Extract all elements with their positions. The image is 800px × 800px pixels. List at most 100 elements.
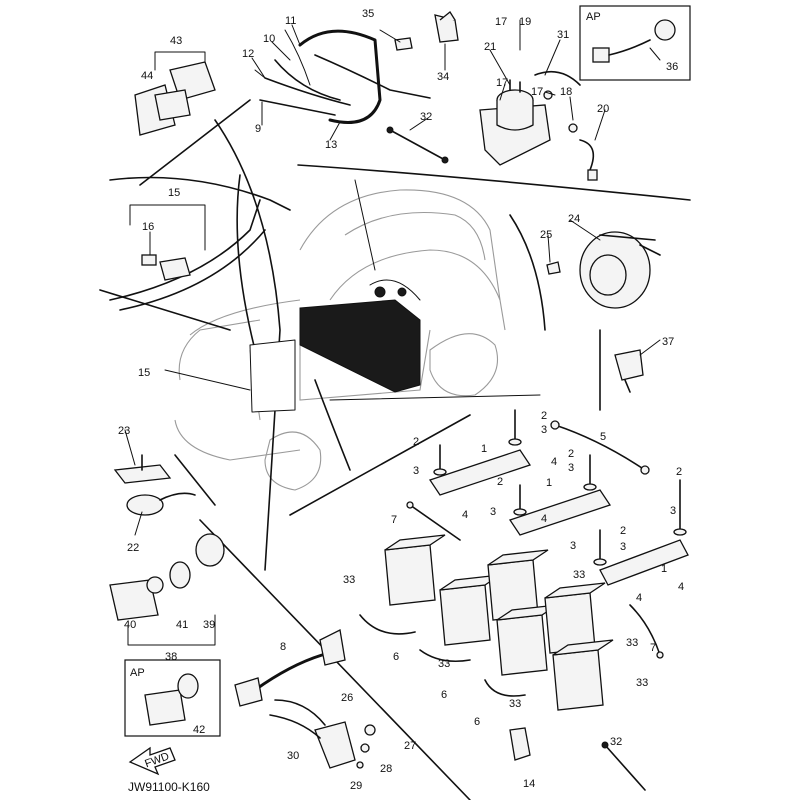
ap-label-top: AP xyxy=(586,11,601,23)
callout-c37: 2 xyxy=(497,476,503,488)
sensor-22 xyxy=(126,492,196,516)
callout-c43: 2 xyxy=(676,466,682,478)
callout-c36: 3 xyxy=(568,462,574,474)
callout-c11: 17 xyxy=(495,16,507,28)
callout-c41: 7 xyxy=(391,514,397,526)
callout-c31: 2 xyxy=(413,436,419,448)
callout-c40: 1 xyxy=(546,477,552,489)
callout-c35: 2 xyxy=(568,448,574,460)
callout-c16: 17 xyxy=(531,86,543,98)
controller-24 xyxy=(546,231,661,309)
callout-c46: 2 xyxy=(620,525,626,537)
fwd-arrow xyxy=(128,746,176,776)
callout-labels: 43 44 11 10 12 9 13 35 34 32 17 19 21 31… xyxy=(118,8,684,792)
callout-c28: 2 xyxy=(541,410,547,422)
solenoid-17 xyxy=(479,70,598,181)
callout-c30: 1 xyxy=(481,443,487,455)
callout-c21: 16 xyxy=(142,221,154,233)
callout-c15: 17 xyxy=(496,77,508,89)
callout-c50: 4 xyxy=(636,592,642,604)
callout-c9: 34 xyxy=(437,71,449,83)
callout-c18: 20 xyxy=(597,103,609,115)
switch-26-assembly xyxy=(269,699,376,769)
callout-c51: 7 xyxy=(650,642,656,654)
bolt-35 xyxy=(379,29,413,51)
callout-c60: 6 xyxy=(474,716,480,728)
callout-c62: 41 xyxy=(176,619,188,631)
callout-c6: 9 xyxy=(255,123,261,135)
callout-c3: 11 xyxy=(285,15,296,27)
cable-7-left xyxy=(406,501,461,541)
switch-37 xyxy=(614,349,644,393)
harness-8 xyxy=(234,629,346,707)
callout-c47: 3 xyxy=(620,541,626,553)
callout-c54: 6 xyxy=(393,651,399,663)
callout-c45: 3 xyxy=(570,540,576,552)
callout-c67: 26 xyxy=(341,692,353,704)
callout-c25: 15 xyxy=(138,367,150,379)
callout-c13: 21 xyxy=(484,41,496,53)
callout-c24: 37 xyxy=(662,336,674,348)
connector-36 xyxy=(592,19,676,63)
bus-bars xyxy=(428,409,689,586)
figure-code: JW91100-K160 xyxy=(128,780,210,794)
callout-c69: 27 xyxy=(404,740,416,752)
callout-c52: 33 xyxy=(343,574,355,586)
callout-c23: 25 xyxy=(540,229,552,241)
callout-c55: 33 xyxy=(438,658,450,670)
cables-6 xyxy=(359,614,526,697)
callout-c12: 19 xyxy=(519,16,531,28)
callout-c27: 22 xyxy=(127,542,139,554)
callout-c10: 32 xyxy=(420,111,432,123)
callout-c65: 8 xyxy=(280,641,286,653)
callout-c34: 5 xyxy=(600,431,606,443)
callout-c22: 24 xyxy=(568,213,580,225)
switch-assembly-43 xyxy=(134,51,216,136)
callout-c39: 4 xyxy=(462,509,468,521)
part-14 xyxy=(509,727,531,761)
callout-c63: 39 xyxy=(203,619,215,631)
callout-c7: 13 xyxy=(325,139,337,151)
callout-c1: 43 xyxy=(170,35,182,47)
callout-c70: 28 xyxy=(380,763,392,775)
callout-c2: 44 xyxy=(141,70,153,82)
vehicle-outline xyxy=(174,189,506,491)
batteries xyxy=(384,534,614,711)
callout-c5: 12 xyxy=(242,48,254,60)
callout-c49: 4 xyxy=(678,581,684,593)
callout-c33: 4 xyxy=(551,456,557,468)
callout-c44: 3 xyxy=(670,505,676,517)
callout-c72: 14 xyxy=(523,778,535,790)
callout-c29: 3 xyxy=(541,424,547,436)
wire-harness-13 xyxy=(254,29,431,124)
cable-5 xyxy=(550,420,650,475)
key-switch-assembly-38 xyxy=(109,533,225,646)
callout-c53: 33 xyxy=(573,569,585,581)
callout-c68: 30 xyxy=(287,750,299,762)
callout-c66: 42 xyxy=(193,724,205,736)
callout-c8: 35 xyxy=(362,8,374,20)
callout-c59: 33 xyxy=(509,698,521,710)
callout-c26: 23 xyxy=(118,425,130,437)
callout-c19: 36 xyxy=(666,61,678,73)
cable-7-right xyxy=(629,604,664,659)
callout-c58: 33 xyxy=(636,677,648,689)
callout-c61: 40 xyxy=(124,619,136,631)
ap-box-top xyxy=(579,5,691,81)
cable-32-bottom xyxy=(601,741,646,791)
callout-c38: 3 xyxy=(490,506,496,518)
callout-c17: 18 xyxy=(560,86,572,98)
cable-32-top xyxy=(386,126,449,164)
key-switch-42 xyxy=(144,673,199,726)
callout-c14: 31 xyxy=(557,29,569,41)
ap-label-bottom: AP xyxy=(130,667,145,679)
bracket-34 xyxy=(434,11,459,43)
callout-c42: 4 xyxy=(541,513,547,525)
callout-c64: 38 xyxy=(165,651,177,663)
harness-15 xyxy=(109,199,266,311)
battery-compartment xyxy=(249,279,421,413)
callout-c32: 3 xyxy=(413,465,419,477)
callout-c57: 6 xyxy=(441,689,447,701)
callout-leaders xyxy=(124,19,661,536)
